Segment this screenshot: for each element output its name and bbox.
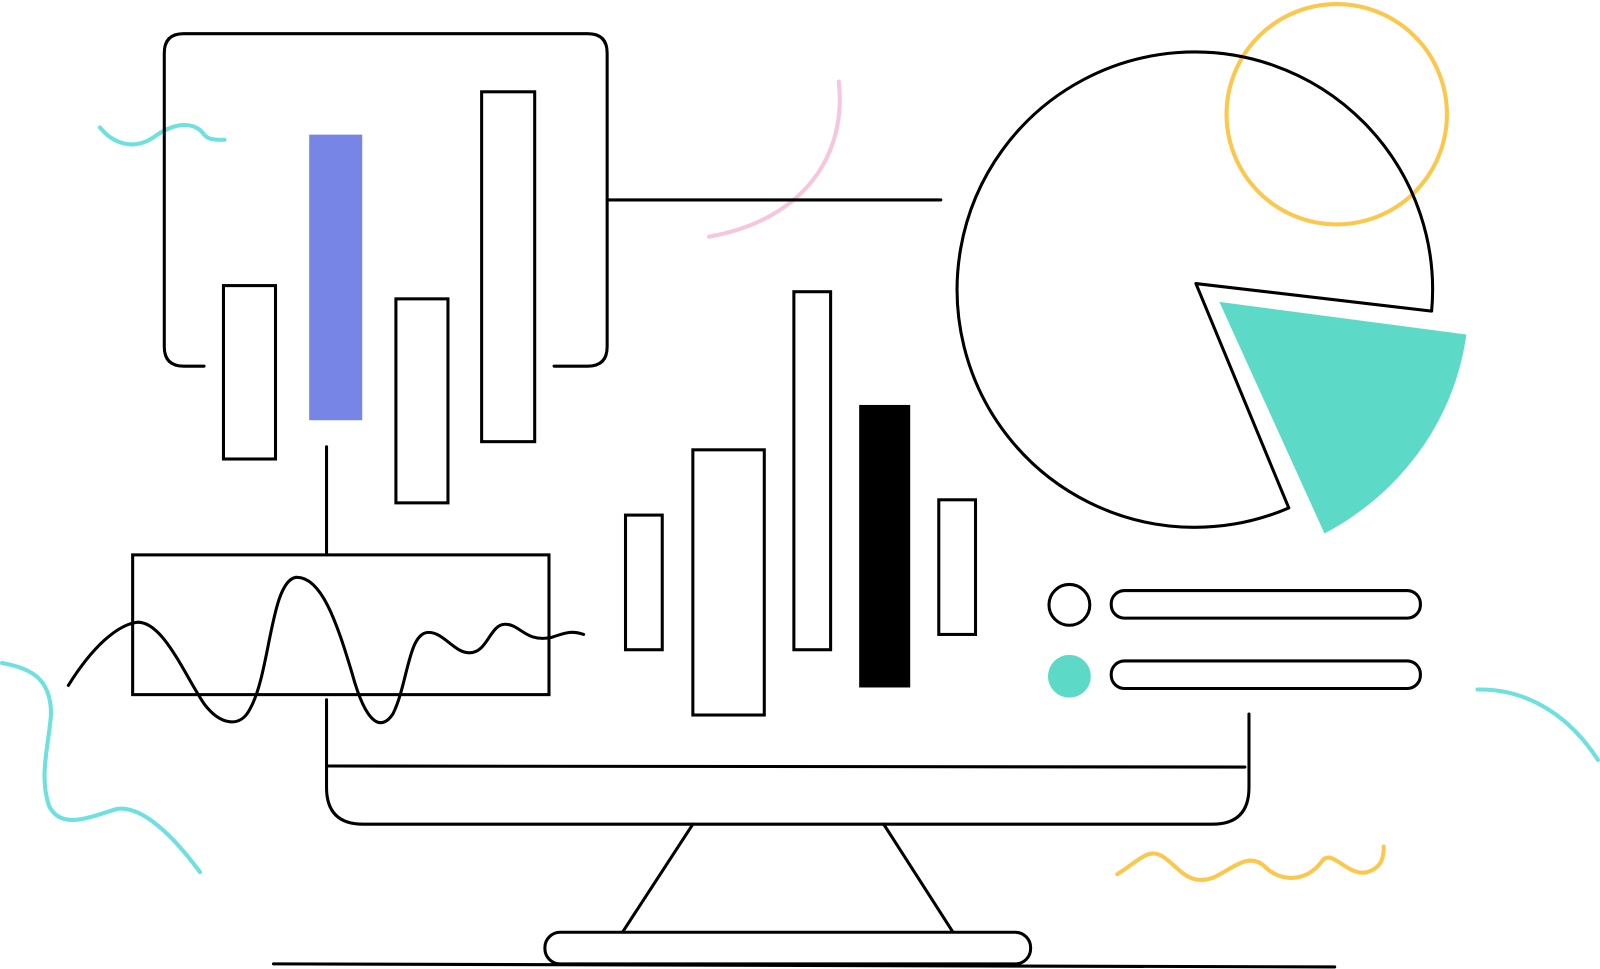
monitor-stand-left [620,822,695,934]
monitor-bezel-line [325,764,1247,769]
panel-frame [162,32,609,368]
legend-marker-empty [1047,582,1092,627]
legend [1047,582,1422,698]
bar [691,448,766,717]
bar-dark [859,404,911,688]
decorative-squiggles [0,2,1600,882]
cyan-squiggle-right [1475,687,1600,762]
ground-line [271,962,1337,969]
bar [937,498,978,636]
bar [394,297,450,505]
pie-chart [955,50,1467,534]
legend-marker-teal [1047,654,1091,698]
line-chart-frame [131,553,551,697]
bar [480,90,537,444]
pink-arc [707,79,842,239]
legend-bar [1109,589,1422,620]
yellow-circle [1224,2,1449,227]
bar-highlight [309,134,363,421]
monitor-base [543,930,1033,966]
cyan-squiggle-left [0,660,203,875]
monitor-icon [271,698,1337,969]
pie-main-slice [955,50,1435,529]
legend-bar [1109,659,1422,691]
line-chart-panel [66,553,586,725]
cyan-squiggle-top-left [97,123,227,147]
monitor-stand-right [882,822,955,934]
candlestick-panel [162,32,943,557]
bar [623,513,664,652]
pie-teal-slice [1219,301,1467,534]
monitor-frame [325,698,1251,826]
bar [221,284,278,461]
bar [792,290,833,652]
wave-line [66,575,586,725]
yellow-squiggle-bottom [1115,844,1386,882]
bar-chart [623,290,978,717]
